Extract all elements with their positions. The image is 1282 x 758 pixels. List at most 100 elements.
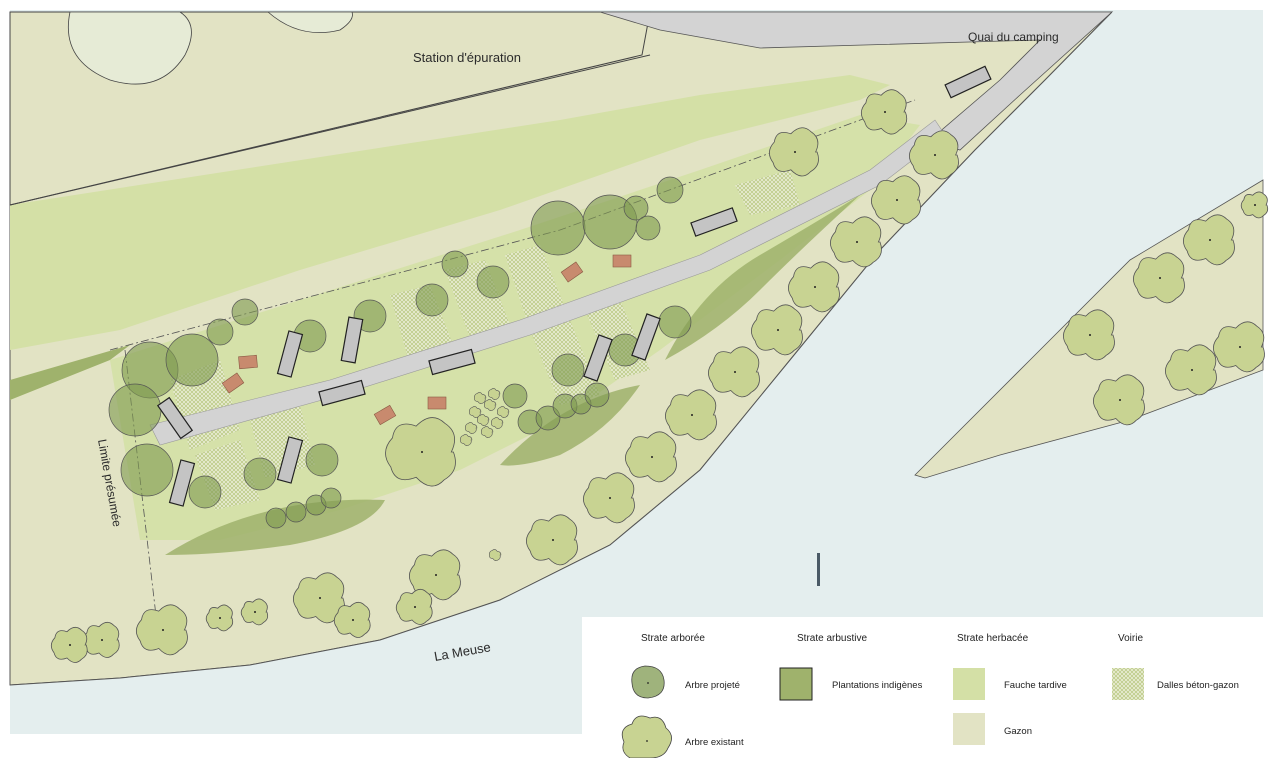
projected-tree: [108, 383, 162, 437]
legend-title-voirie: Voirie: [1118, 633, 1143, 644]
existing-tree: [708, 346, 760, 398]
projected-tree: [285, 501, 307, 523]
tree-center-dot: [934, 154, 936, 156]
existing-tree: [1133, 252, 1185, 304]
tree-center-dot: [552, 539, 554, 541]
existing-tree: [526, 514, 578, 566]
picnic-table: [612, 254, 632, 268]
legend-arbre-existant: Arbre existant: [685, 737, 744, 748]
legend-dalles-swatch: [1112, 668, 1144, 700]
quai-road: [599, 11, 1114, 151]
legend: Strate arborée Strate arbustive Strate h…: [582, 617, 1282, 758]
existing-tree: [1165, 344, 1217, 396]
projected-tree: [243, 457, 277, 491]
tree-center-dot: [352, 619, 354, 621]
tree-center-dot: [794, 151, 796, 153]
small-shrub: [497, 406, 510, 418]
legend-panel: [582, 617, 1282, 758]
existing-tree: [625, 431, 677, 483]
tree-center-dot: [219, 617, 221, 619]
picnic-tables: [221, 254, 632, 426]
projected-tree: [265, 507, 287, 529]
projected-tree: [188, 475, 222, 509]
picnic-table: [221, 372, 245, 394]
mobilhomes: [156, 65, 992, 507]
tree-center-dot: [69, 644, 71, 646]
small-shrub: [460, 434, 473, 446]
tree-center-dot: [1191, 369, 1193, 371]
tree-center-dot: [1159, 277, 1161, 279]
tree-center-dot: [1209, 239, 1211, 241]
river-edge-line: [9, 11, 1113, 686]
tree-center-dot: [1119, 399, 1121, 401]
projected-tree: [584, 382, 610, 408]
tree-center-dot: [856, 241, 858, 243]
tree-center-dot: [884, 111, 886, 113]
existing-tree: [583, 472, 635, 524]
existing-tree: [1183, 214, 1235, 266]
legend-title-herbacee: Strate herbacée: [957, 633, 1029, 644]
projected-tree: [206, 318, 234, 346]
tree-center-dot: [609, 497, 611, 499]
tree-center-dot: [896, 199, 898, 201]
legend-arbre-projete: Arbre projeté: [685, 680, 740, 691]
projected-tree: [415, 283, 449, 317]
projected-tree: [120, 443, 174, 497]
existing-tree: [1063, 309, 1115, 361]
tree-center-dot: [1239, 346, 1241, 348]
projected-tree: [320, 487, 342, 509]
legend-gazon-swatch: [953, 713, 985, 745]
existing-tree: [665, 389, 717, 441]
picnic-table: [238, 354, 258, 370]
legend-title-arbustive: Strate arbustive: [797, 633, 867, 644]
tree-center-dot: [421, 451, 423, 453]
mobilhome: [583, 334, 613, 382]
meadow-north: [10, 75, 890, 350]
legend-gazon: Gazon: [1004, 726, 1032, 737]
station-boundary-line: [9, 54, 651, 206]
small-shrub: [481, 426, 494, 438]
tree-center-dot: [319, 597, 321, 599]
projected-tree: [476, 265, 510, 299]
projected-tree: [551, 353, 585, 387]
small-shrub: [484, 399, 497, 411]
tree-center-dot: [651, 456, 653, 458]
mobilhome: [631, 313, 661, 361]
legend-existing-tree-icon: [621, 715, 672, 758]
tree-center-dot: [691, 414, 693, 416]
station-inner-circle: [68, 11, 192, 85]
mobilhome: [944, 65, 992, 99]
mobilhome: [340, 316, 364, 364]
existing-tree: [871, 175, 921, 225]
existing-trees: [50, 89, 1269, 663]
mobilhome: [276, 330, 304, 378]
existing-tree: [751, 304, 803, 356]
projected-tree: [231, 298, 259, 326]
small-shrub: [491, 417, 504, 429]
mobilhome: [690, 207, 738, 237]
existing-tree: [1213, 321, 1265, 373]
projected-tree: [658, 305, 692, 339]
projected-tree: [441, 250, 469, 278]
tree-center-dot: [777, 329, 779, 331]
legend-title-arboree: Strate arborée: [641, 633, 705, 644]
scale-bar: [817, 553, 820, 586]
tree-center-dot: [435, 574, 437, 576]
mobilhome: [276, 436, 304, 484]
existing-tree: [909, 130, 959, 180]
legend-plantations-swatch: [779, 667, 813, 701]
tree-center-dot: [1254, 204, 1256, 206]
legend-fauche: Fauche tardive: [1004, 680, 1067, 691]
existing-tree: [1093, 374, 1145, 426]
mobilhome: [428, 348, 476, 376]
station-inner-circle-2: [266, 11, 353, 33]
projected-tree: [623, 195, 649, 221]
projected-tree: [656, 176, 684, 204]
legend-plantations: Plantations indigènes: [832, 680, 923, 691]
projected-tree: [530, 200, 586, 256]
meadow-south-2: [500, 385, 640, 466]
shrub-hedge: [665, 195, 860, 360]
small-shrub: [465, 422, 478, 434]
legend-dalles: Dalles béton-gazon: [1157, 680, 1239, 691]
existing-tree: [408, 549, 461, 601]
